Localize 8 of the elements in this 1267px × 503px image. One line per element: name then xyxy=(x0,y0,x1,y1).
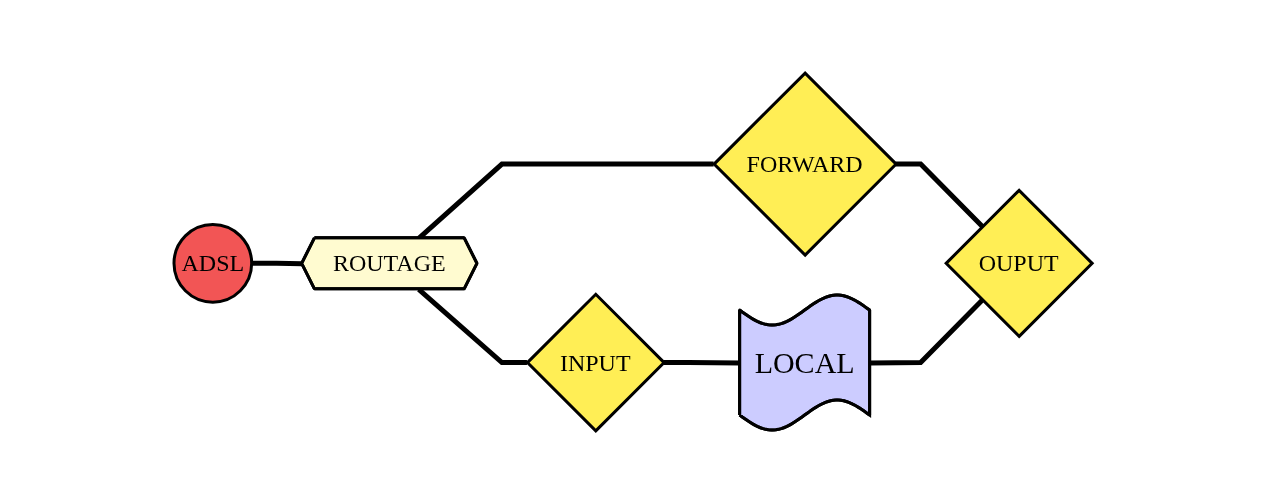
node-diamond: INPUT xyxy=(525,291,667,433)
connector xyxy=(252,260,303,266)
connector xyxy=(870,297,985,366)
node-diamond: FORWARD xyxy=(712,70,899,257)
connector xyxy=(664,359,741,366)
connector xyxy=(896,161,985,228)
node-diamond: OUPUT xyxy=(944,187,1095,338)
node-circle: ADSL xyxy=(172,222,254,304)
